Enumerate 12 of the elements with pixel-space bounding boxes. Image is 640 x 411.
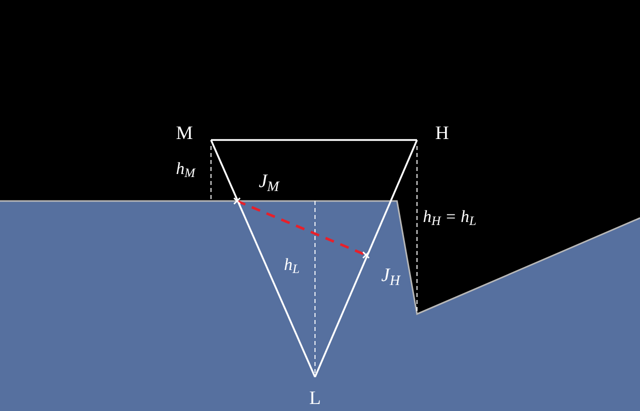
height-label: h$_{L}$: [284, 256, 300, 273]
point-label: L: [309, 389, 321, 408]
point-label: J$_{H}$: [381, 266, 400, 285]
height-label: h$_{M}$: [176, 160, 196, 177]
point-label: J$_{M}$: [258, 172, 279, 191]
point-label: H: [435, 124, 449, 143]
triangle-edge: [314, 140, 418, 378]
point-label: M: [176, 124, 193, 143]
height-label: h$_{H}$ = h$_{L}$: [423, 208, 476, 225]
dashed-line: [236, 200, 366, 256]
triangle-edge: [210, 140, 316, 378]
triangle-edge: [211, 139, 417, 141]
